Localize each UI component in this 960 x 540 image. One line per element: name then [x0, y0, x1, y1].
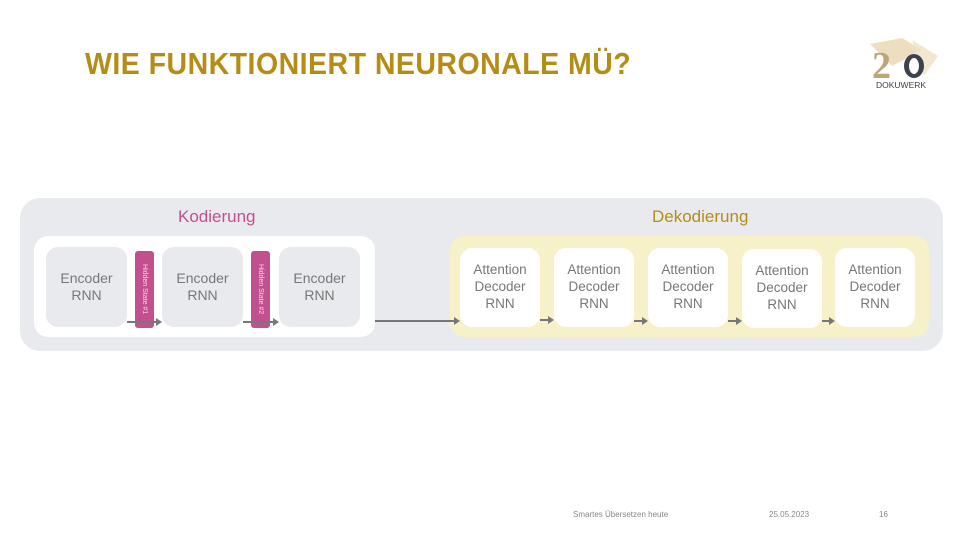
footer-date: 25.05.2023 [769, 510, 810, 519]
attention-decoder-rnn-4: Attention Decoder RNN [742, 249, 822, 328]
page-number: 16 [879, 510, 888, 519]
attention-decoder-rnn-5: Attention Decoder RNN [835, 248, 915, 327]
attention-decoder-rnn-2: Attention Decoder RNN [554, 248, 634, 327]
svg-text:2: 2 [872, 45, 891, 87]
encoder-rnn-1: Encoder RNN [46, 247, 127, 327]
dokuwerk-logo: 2 DOKUWERK [862, 36, 942, 92]
arrow-icon [243, 318, 279, 326]
arrow-icon [634, 317, 648, 325]
arrow-icon [822, 317, 835, 325]
hidden-state-1: Hidden State #1 [135, 251, 154, 328]
arrow-icon [728, 317, 742, 325]
svg-text:DOKUWERK: DOKUWERK [876, 80, 926, 90]
arrow-icon [540, 316, 554, 324]
encoder-rnn-2: Encoder RNN [162, 247, 243, 327]
attention-decoder-rnn-1: Attention Decoder RNN [460, 248, 540, 327]
attention-decoder-rnn-3: Attention Decoder RNN [648, 248, 728, 327]
encoding-label: Kodierung [178, 207, 256, 226]
encoder-rnn-3: Encoder RNN [279, 247, 360, 327]
page-title: WIE FUNKTIONIERT NEURONALE MÜ? [85, 46, 632, 81]
arrow-icon [127, 318, 162, 326]
footer-subtitle: Smartes Übersetzen heute [573, 510, 669, 519]
decoding-label: Dekodierung [652, 207, 749, 226]
arrow-icon [375, 317, 460, 325]
hidden-state-2: Hidden State #2 [251, 251, 270, 328]
